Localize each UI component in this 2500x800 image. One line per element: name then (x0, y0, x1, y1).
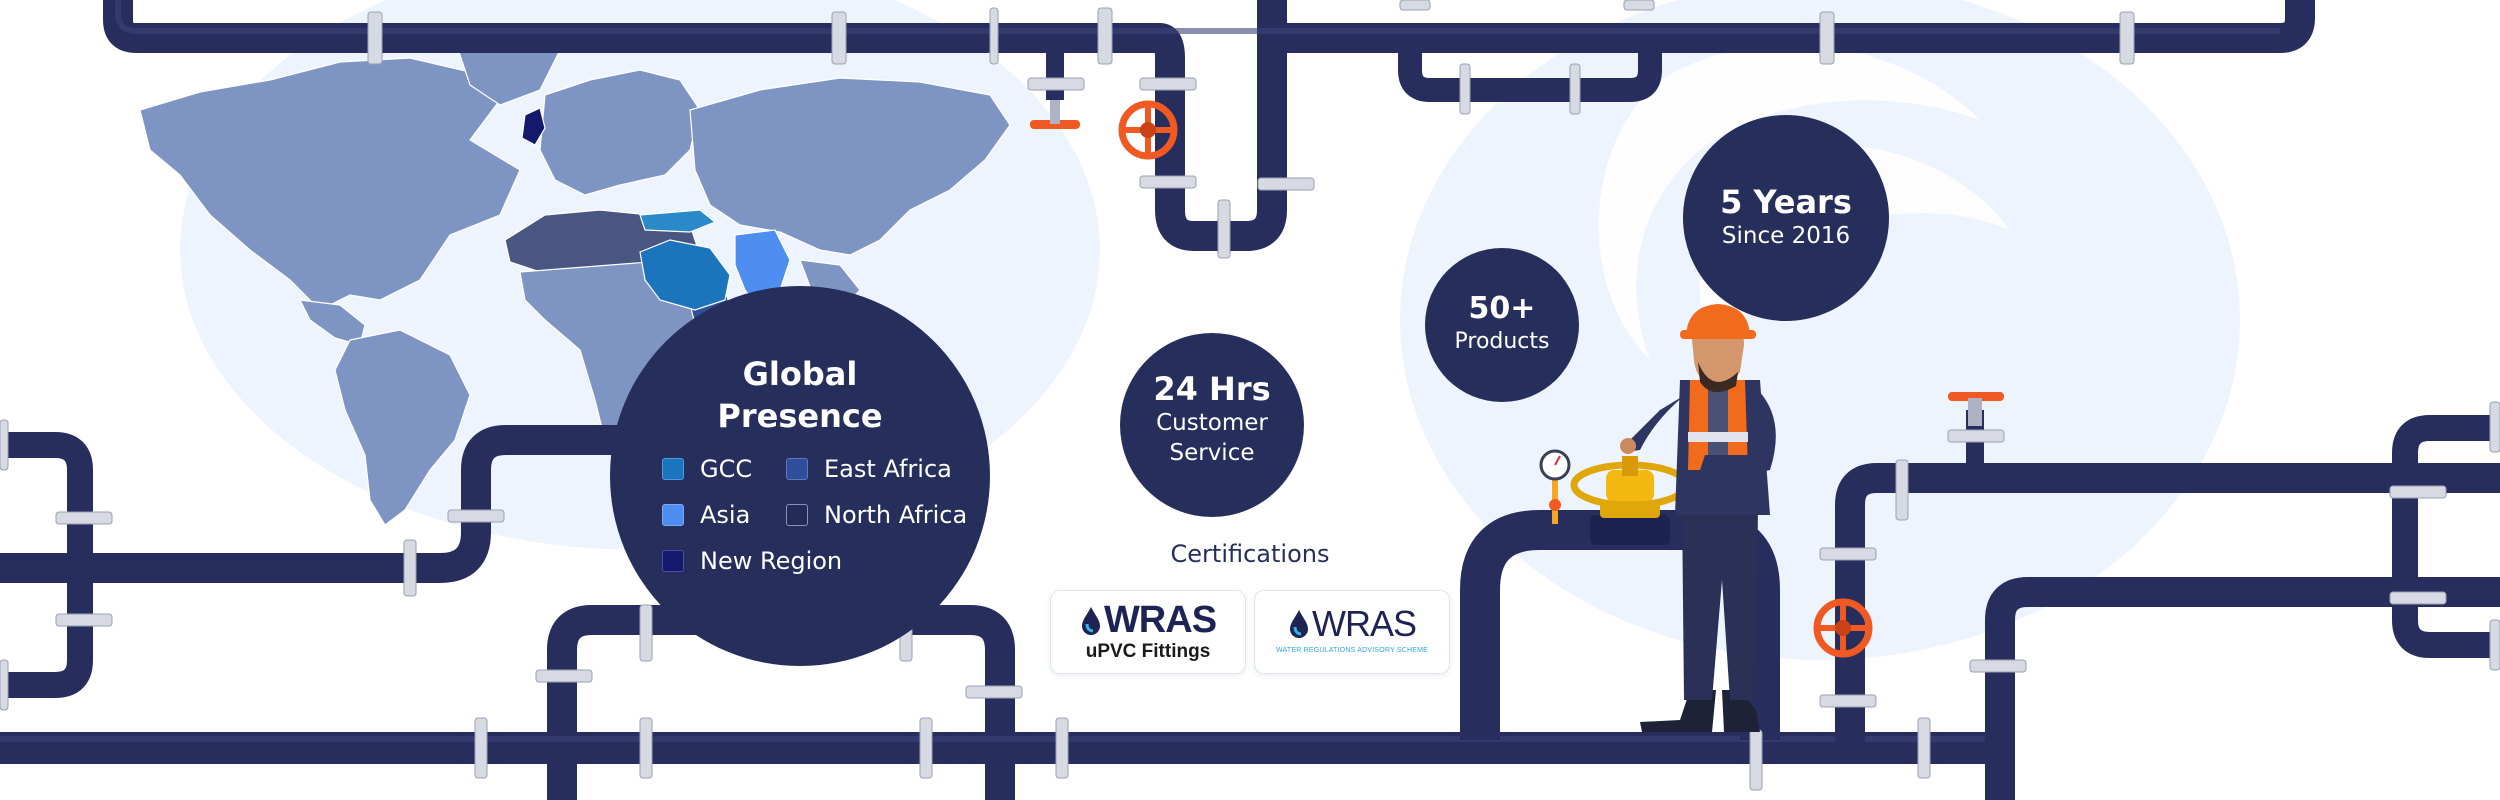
stat-hours-line2: Service (1169, 440, 1255, 466)
pipe-top-loop (1398, 38, 1662, 102)
valve-wheel-icon (1813, 598, 1873, 658)
cert-card-wras-fittings: WRAS uPVC Fittings (1050, 590, 1246, 674)
world-map (139, 29, 1011, 526)
legend-swatch-east-africa (786, 458, 808, 480)
stat-products: 50+ Products (1425, 290, 1579, 356)
pipe-right-loop (2392, 415, 2500, 658)
legend-item-east-africa: East Africa (786, 455, 952, 483)
stat-years-label: Since 2016 (1721, 223, 1851, 249)
pipe-top-right (1272, 0, 2315, 53)
global-presence-title-line1: Global (742, 355, 858, 393)
legend-swatch-gcc (662, 458, 684, 480)
legend-label: New Region (700, 547, 843, 575)
map-gcc (639, 239, 731, 311)
valve-wheel-icon (1118, 100, 1178, 160)
products-circle (1425, 248, 1579, 402)
stat-products-label: Products (1454, 329, 1550, 354)
cert-logo-text: WRAS (1103, 599, 1217, 641)
stat-products-value: 50+ (1468, 291, 1536, 326)
cert-logo-text: WRAS (1312, 603, 1417, 644)
legend-item-north-africa: North Africa (786, 501, 967, 529)
global-presence-title-line2: Presence (717, 397, 883, 435)
pressure-gauge-icon (1539, 449, 1571, 524)
legend-label: East Africa (824, 455, 952, 483)
map-turkey (639, 209, 717, 233)
pipe-right-riser (1835, 463, 2500, 748)
legend-label: North Africa (824, 501, 968, 529)
legend-item-new-region: New Region (662, 547, 842, 575)
map-europe (539, 69, 701, 196)
map-north-america (139, 57, 521, 311)
legend-swatch-north-africa (786, 504, 808, 526)
map-asia (689, 77, 1011, 256)
certifications-heading: Certifications (1170, 540, 1330, 568)
worker-illustration (1620, 304, 1776, 732)
stat-hours: 24 Hrs Customer Service (1120, 370, 1304, 468)
legend-swatch-new-region (662, 550, 684, 572)
cert-subtitle: WATER REGULATIONS ADVISORY SCHEME (1275, 647, 1429, 654)
legend-item-gcc: GCC (662, 455, 752, 483)
stat-hours-value: 24 Hrs (1153, 370, 1271, 408)
years-circle (1683, 115, 1889, 321)
valve-handle-icon (1030, 100, 2004, 426)
stat-years-value: 5 Years (1720, 183, 1852, 221)
cert-subtitle: uPVC Fittings (1085, 641, 1211, 662)
map-south-america (334, 329, 471, 526)
main-valve-assembly (1570, 456, 1690, 545)
map-uk (521, 107, 546, 146)
global-presence-title: Global Presence (660, 353, 940, 437)
pipe-right-lower (1985, 577, 2500, 800)
stat-hours-line1: Customer (1156, 410, 1268, 436)
water-drop-icon (1081, 606, 1100, 635)
legend-label: Asia (700, 501, 751, 529)
hours-circle (1120, 333, 1304, 517)
legend-item-asia: Asia (662, 501, 750, 529)
cert-card-wras-scheme: WRAS WATER REGULATIONS ADVISORY SCHEME (1254, 590, 1450, 674)
legend-label: GCC (700, 455, 753, 483)
pipe-top-main (103, 0, 1287, 251)
pipe-left-mid (0, 425, 640, 583)
stat-years: 5 Years Since 2016 (1683, 182, 1889, 250)
water-drop-icon (1290, 610, 1308, 638)
legend-swatch-asia (662, 504, 684, 526)
